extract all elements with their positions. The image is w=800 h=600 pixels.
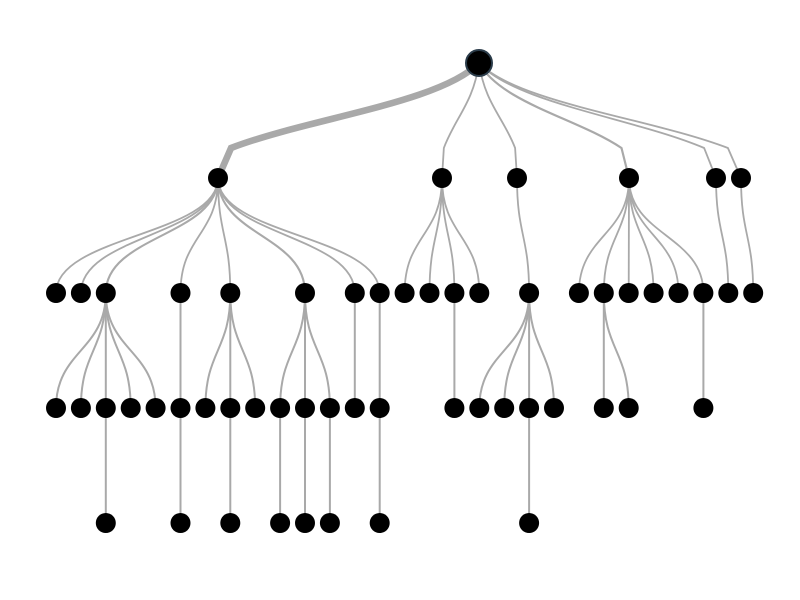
node-d4-0-5-2-0 <box>319 513 340 533</box>
edge-d1-1-0 <box>403 177 443 294</box>
node-d2-0-7 <box>369 283 390 303</box>
node-d1-2 <box>507 168 527 188</box>
node-d3-0-2-3 <box>120 398 141 418</box>
node-d3-0-2-1 <box>70 398 91 418</box>
edge-d1-3-5 <box>628 177 705 294</box>
node-d3-0-2-2 <box>95 398 116 418</box>
edge-d2-2-0-0 <box>478 292 531 409</box>
node-d3-0-2-0 <box>46 398 66 418</box>
edge-d2-0-4-2 <box>229 292 257 409</box>
edge-d1-0-5 <box>216 176 307 295</box>
node-d1-1 <box>432 168 452 188</box>
edge-root-2 <box>478 62 518 179</box>
node-d2-0-0 <box>46 283 66 303</box>
edge-d2-0-2-0 <box>55 292 107 409</box>
node-d3-0-4-0 <box>195 398 216 418</box>
edge-d1-0-1 <box>80 177 219 294</box>
node-d2-3-3 <box>643 283 664 303</box>
node-d2-3-2 <box>618 283 639 303</box>
edges-layer <box>55 59 755 524</box>
node-d3-0-4-2 <box>245 398 266 418</box>
node-d1-0 <box>208 168 228 188</box>
node-d2-0-4 <box>220 283 241 303</box>
node-d2-3-5 <box>693 283 714 303</box>
edge-d2-0-5-2 <box>304 292 331 409</box>
node-d4-2-0-2-0 <box>519 513 540 533</box>
node-d2-1-3 <box>469 283 490 303</box>
nodes-layer <box>46 49 764 533</box>
node-d3-1-2-0 <box>444 398 465 418</box>
node-d3-3-1-0 <box>593 398 614 418</box>
node-d3-2-0-3 <box>544 398 564 418</box>
edge-d2-0-2-1 <box>79 292 107 409</box>
root-node <box>465 49 493 77</box>
node-d3-0-2-4 <box>145 398 166 418</box>
node-d4-0-7-0-0 <box>369 513 390 533</box>
edge-d1-0-3 <box>179 177 219 294</box>
edge-d1-0-7 <box>217 177 381 294</box>
edge-d2-2-0-1 <box>503 292 531 409</box>
node-d2-0-1 <box>70 283 91 303</box>
node-d2-3-0 <box>568 283 589 303</box>
edge-root-0 <box>214 59 483 182</box>
node-d3-0-5-0 <box>270 398 291 418</box>
node-d3-2-0-1 <box>494 398 515 418</box>
edge-d1-0-4 <box>217 177 232 294</box>
node-d3-0-7-0 <box>369 398 390 418</box>
node-d3-0-4-1 <box>220 398 241 418</box>
edge-d1-0-6 <box>217 177 356 294</box>
node-d1-4 <box>706 168 726 188</box>
node-d2-1-2 <box>444 283 465 303</box>
node-d2-4-0 <box>718 283 739 303</box>
node-d3-2-0-0 <box>469 398 490 418</box>
node-d3-0-5-1 <box>295 398 315 418</box>
edge-d1-0-2 <box>104 176 220 295</box>
node-d2-0-3 <box>170 283 191 303</box>
node-d3-3-5-0 <box>693 398 714 418</box>
edge-d1-3-4 <box>628 177 680 294</box>
edge-d1-4-0 <box>715 177 730 294</box>
node-d1-3 <box>619 168 639 188</box>
edge-root-3 <box>477 61 631 180</box>
node-d4-0-5-1-0 <box>295 513 315 533</box>
edge-d1-5-0 <box>740 177 755 294</box>
edge-root-4 <box>478 62 717 179</box>
node-d4-0-5-0-0 <box>270 513 291 533</box>
node-d4-0-2-2-0 <box>95 513 116 533</box>
node-d4-0-4-1-0 <box>220 513 241 533</box>
node-d3-0-3-0 <box>170 398 191 418</box>
edge-d2-0-4-0 <box>204 292 232 409</box>
node-d3-0-5-2 <box>319 398 340 418</box>
edge-d2-0-2-3 <box>104 292 132 409</box>
node-d2-5-0 <box>743 283 764 303</box>
edge-d2-0-5-0 <box>279 292 306 409</box>
node-d2-0-2 <box>95 283 116 303</box>
edge-root-5 <box>478 62 742 179</box>
node-d3-3-1-1 <box>618 398 639 418</box>
node-d3-0-6-0 <box>344 398 365 418</box>
node-d2-0-5 <box>295 283 315 303</box>
node-d2-3-4 <box>668 283 689 303</box>
edge-d1-3-0 <box>578 177 630 294</box>
edge-d1-2-0 <box>516 177 530 294</box>
node-d2-1-1 <box>419 283 440 303</box>
edge-d1-1-3 <box>441 177 481 294</box>
edge-d2-2-0-3 <box>528 292 555 409</box>
edge-d1-3-1 <box>602 177 630 294</box>
node-d2-2-0 <box>519 283 540 303</box>
edge-d2-0-2-4 <box>104 292 157 409</box>
edge-d2-3-1-1 <box>602 292 630 409</box>
node-d2-1-0 <box>394 283 415 303</box>
node-d3-2-0-2 <box>519 398 540 418</box>
edge-d1-3-3 <box>628 177 655 294</box>
node-d2-0-6 <box>344 283 365 303</box>
node-d2-3-1 <box>593 283 614 303</box>
node-d1-5 <box>731 168 751 188</box>
node-d4-0-3-0-0 <box>170 513 191 533</box>
edge-d1-0-0 <box>55 177 219 294</box>
